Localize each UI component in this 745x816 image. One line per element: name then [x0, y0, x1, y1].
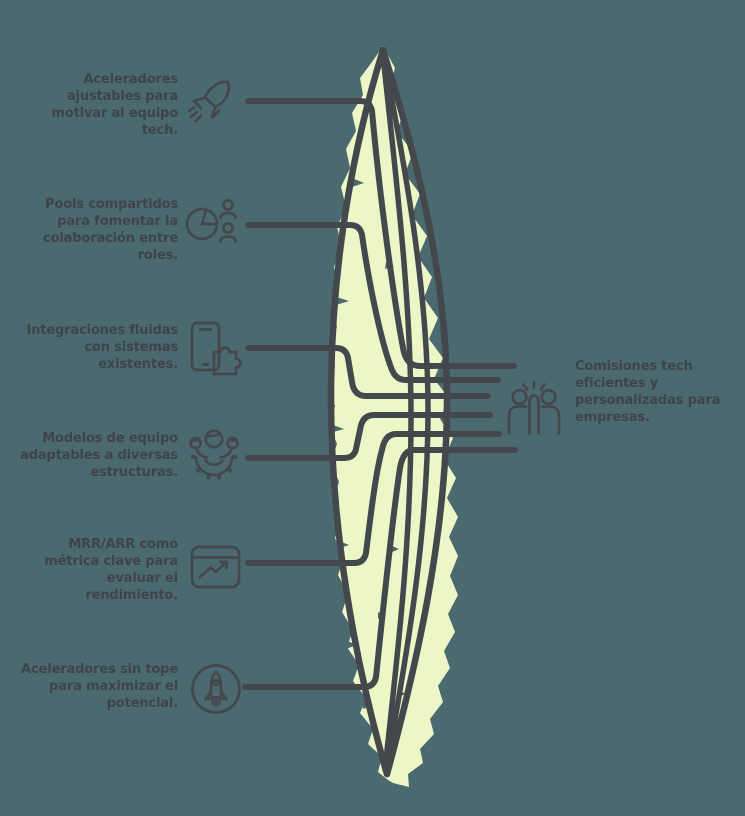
rocket-badge-icon	[191, 664, 241, 714]
metrics-chart-icon	[190, 545, 241, 589]
right-label-commissions: Comisiones tech eficientes y personaliza…	[575, 359, 721, 425]
leaf-outline	[327, 46, 451, 778]
left-label-no-cap: Aceleradores sin tope para maximizar el …	[21, 662, 178, 711]
connector-line-6	[242, 447, 518, 690]
connector-lines	[242, 98, 518, 690]
connector-line-4	[245, 412, 493, 461]
connector-line-3	[245, 345, 491, 399]
left-label-accelerators: Aceleradores ajustables para motivar al …	[51, 72, 178, 138]
high-five-icon	[507, 380, 561, 435]
left-label-pools: Pools compartidos para fomentar la colab…	[43, 197, 178, 263]
left-label-mrr-arr: MRR/ARR como métrica clave para evaluar …	[44, 537, 178, 603]
rocket-icon	[187, 80, 231, 123]
connector-line-5	[245, 431, 502, 566]
left-label-integrations: Integraciones fluidas con sistemas exist…	[26, 323, 178, 372]
connector-line-1	[245, 98, 517, 369]
team-gear-icon	[189, 429, 239, 480]
connector-line-2	[245, 222, 501, 383]
phone-puzzle-icon	[190, 321, 242, 376]
left-label-team-models: Modelos de equipo adaptables a diversas …	[20, 431, 178, 480]
pie-chart-people-icon	[185, 199, 237, 243]
